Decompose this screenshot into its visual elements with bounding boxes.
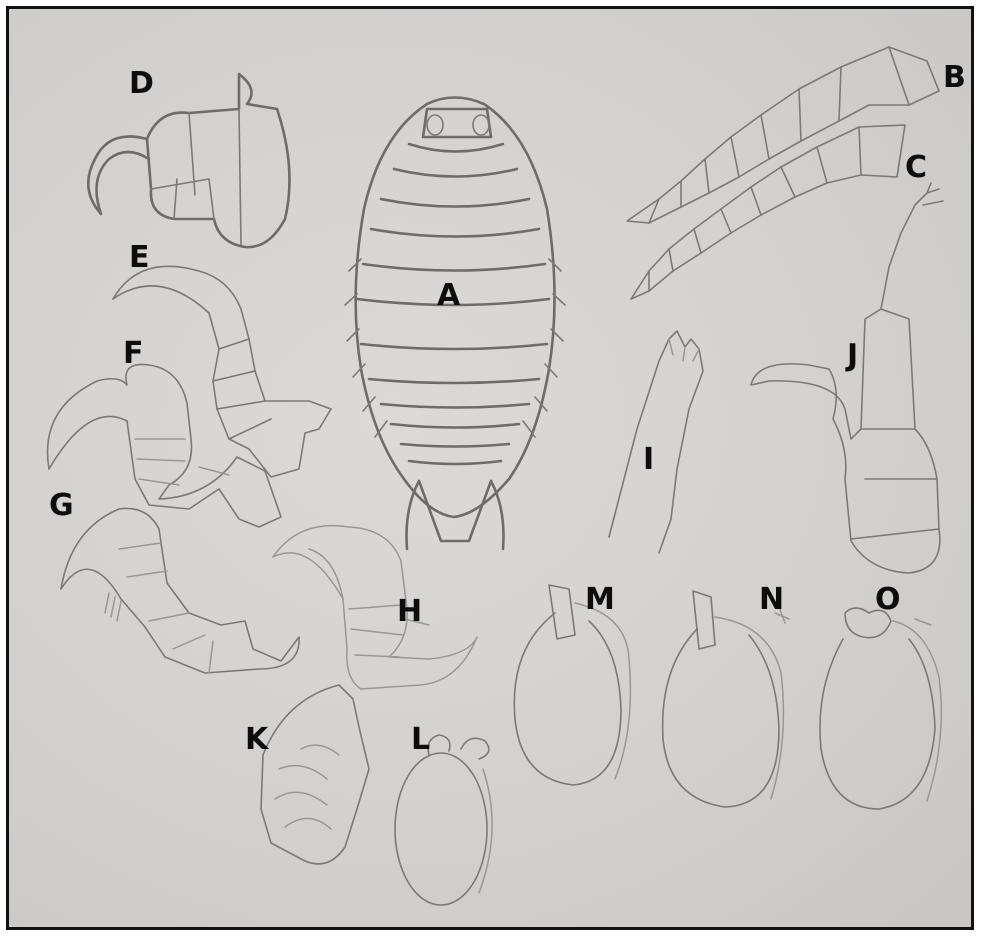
panel-g-appendage-drawing <box>61 508 299 673</box>
label-d: D <box>129 66 154 101</box>
panel-j-appendage-drawing <box>751 183 943 573</box>
label-b: B <box>943 60 966 95</box>
label-n: N <box>759 582 784 617</box>
panel-d-appendage-drawing <box>88 74 289 247</box>
panel-b-antenna-drawing <box>627 47 939 223</box>
figure-plate: D B C E A F J I G M N O H K L <box>6 6 974 930</box>
panel-l-drawing <box>395 735 492 905</box>
panel-e-appendage-drawing <box>113 266 331 477</box>
panel-k-drawing <box>261 685 369 864</box>
illustration-canvas: D B C E A F J I G M N O H K L <box>9 9 974 930</box>
label-m: M <box>585 582 615 617</box>
panel-f-appendage-drawing <box>48 364 281 527</box>
label-f: F <box>123 336 144 371</box>
panel-h-appendage-drawing <box>273 526 477 689</box>
panel-n-drawing <box>663 591 789 807</box>
label-h: H <box>397 594 422 629</box>
label-c: C <box>905 150 927 185</box>
label-a: A <box>437 278 461 313</box>
panel-a-body-drawing <box>345 98 565 550</box>
label-j: J <box>845 338 858 373</box>
label-l: L <box>411 722 430 757</box>
panel-o-drawing <box>820 608 941 809</box>
label-i: I <box>643 442 654 477</box>
label-e: E <box>129 240 150 275</box>
label-o: O <box>875 582 901 617</box>
panel-i-mouthpart-drawing <box>609 331 703 553</box>
label-k: K <box>245 722 270 757</box>
label-g: G <box>49 488 74 523</box>
